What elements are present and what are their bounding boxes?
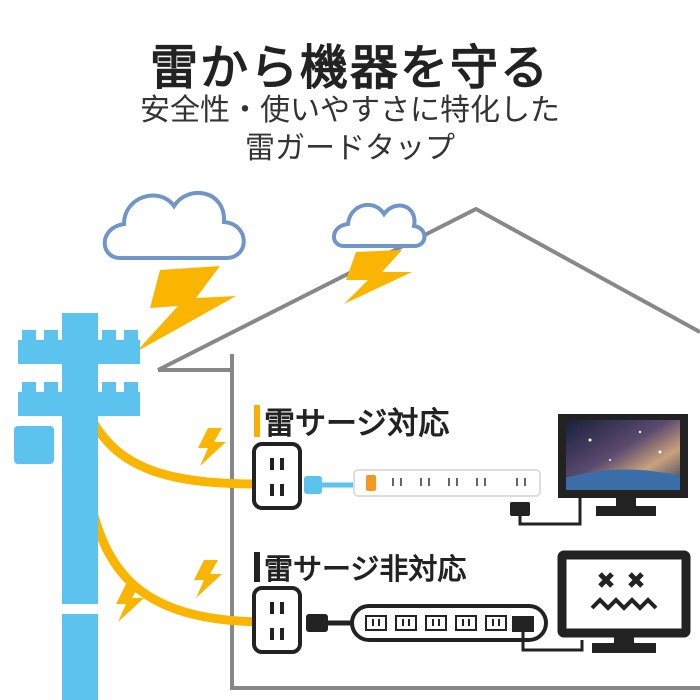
accent-bar xyxy=(254,404,260,437)
subheadline: 安全性・使いやすさに特化した 雷ガードタップ xyxy=(0,92,700,168)
house-outline xyxy=(157,206,700,690)
monitor-broken-icon xyxy=(557,550,691,653)
surge-unprotected-label: 雷サージ非対応 xyxy=(254,546,466,588)
tv-plug xyxy=(510,502,530,516)
power-wire xyxy=(88,417,269,489)
monitor-plug xyxy=(512,616,534,632)
lightning-bolt-icon xyxy=(136,266,236,352)
cloud-icon xyxy=(102,190,246,260)
accent-bar xyxy=(254,552,260,582)
subheadline-line-2: 雷ガードタップ xyxy=(245,131,455,166)
wall-outlet-top xyxy=(252,442,302,510)
subheadline-line-1: 安全性・使いやすさに特化した xyxy=(140,93,560,128)
black-plug xyxy=(306,614,328,632)
surge-protected-label: 雷サージ対応 xyxy=(254,398,449,443)
non-protected-strip xyxy=(350,604,548,642)
power-switch xyxy=(366,475,376,491)
spark-icon xyxy=(198,428,226,466)
wall-outlet-bottom xyxy=(252,586,302,654)
power-wire xyxy=(87,506,269,627)
surge-protected-strip xyxy=(353,469,541,497)
lightning-bolt-icon xyxy=(344,250,412,304)
spark-icon xyxy=(194,560,222,598)
blue-plug xyxy=(304,476,322,494)
tv-monitor-working xyxy=(558,414,688,516)
spark-icon xyxy=(116,584,144,622)
cloud-icon xyxy=(332,202,427,248)
pole-band xyxy=(62,604,98,614)
headline: 雷から機器を守る xyxy=(149,40,550,96)
utility-pole xyxy=(14,313,140,700)
